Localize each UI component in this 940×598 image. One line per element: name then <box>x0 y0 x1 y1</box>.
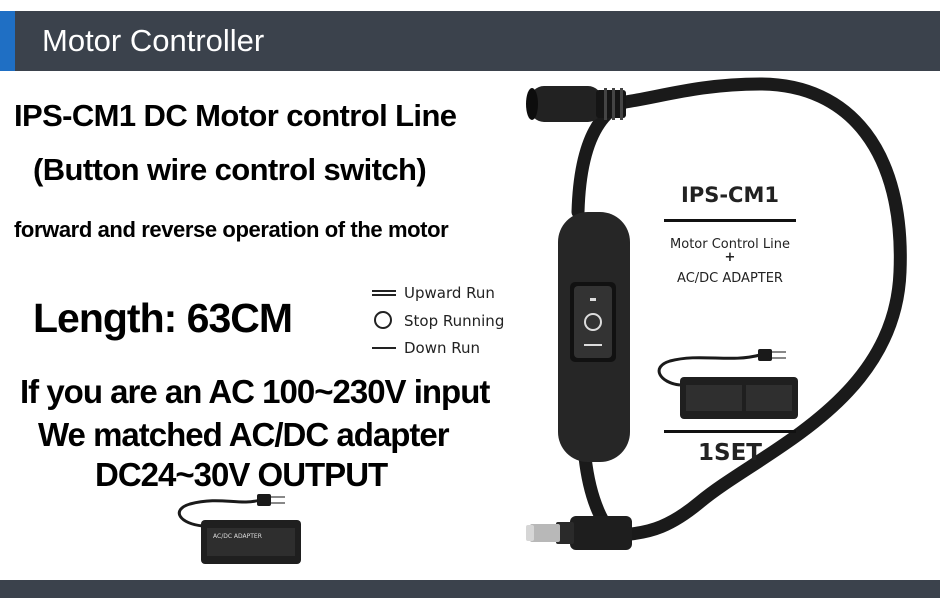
legend-upward: Upward Run <box>362 282 512 304</box>
legend-label: Upward Run <box>404 284 495 302</box>
divider <box>664 219 796 222</box>
spec-item-adapter: AC/DC ADAPTER <box>677 271 783 286</box>
product-name: IPS-CM1 DC Motor control Line <box>14 98 457 133</box>
rocker-switch-housing <box>558 212 630 462</box>
legend-label: Down Run <box>404 339 481 357</box>
circle-icon <box>374 311 392 329</box>
adapter-label: AC/DC ADAPTER <box>213 533 262 540</box>
adapter-image-right <box>657 349 798 419</box>
control-cable-image <box>526 77 907 550</box>
divider <box>664 430 796 433</box>
legend-down: Down Run <box>362 337 512 359</box>
dc-female-connector <box>526 86 626 122</box>
product-subtitle: (Button wire control switch) <box>33 152 427 187</box>
cable-upper <box>618 77 907 541</box>
header-accent <box>0 11 15 71</box>
double-line-icon <box>372 290 396 296</box>
model-label: IPS-CM1 <box>681 183 779 207</box>
switch-legend: Upward Run Stop Running Down Run <box>362 280 512 364</box>
dc-male-plug <box>526 516 632 550</box>
set-label: 1SET <box>698 440 762 466</box>
spec-item-cable: Motor Control Line <box>670 237 790 252</box>
length-spec: Length: 63CM <box>33 295 293 341</box>
output-voltage-text: DC24~30V OUTPUT <box>95 456 388 493</box>
adapter-image-left: AC/DC ADAPTER <box>177 494 301 564</box>
product-description: forward and reverse operation of the mot… <box>14 217 449 242</box>
single-line-icon <box>372 347 396 349</box>
input-voltage-text: If you are an AC 100~230V input <box>20 373 490 410</box>
adapter-match-text: We matched AC/DC adapter <box>38 416 450 453</box>
legend-label: Stop Running <box>404 312 505 330</box>
header-bar: Motor Controller <box>0 11 940 71</box>
legend-stop: Stop Running <box>362 310 512 332</box>
spec-plus: + <box>724 250 736 265</box>
footer-bar <box>0 580 940 598</box>
page-title: Motor Controller <box>42 23 265 58</box>
